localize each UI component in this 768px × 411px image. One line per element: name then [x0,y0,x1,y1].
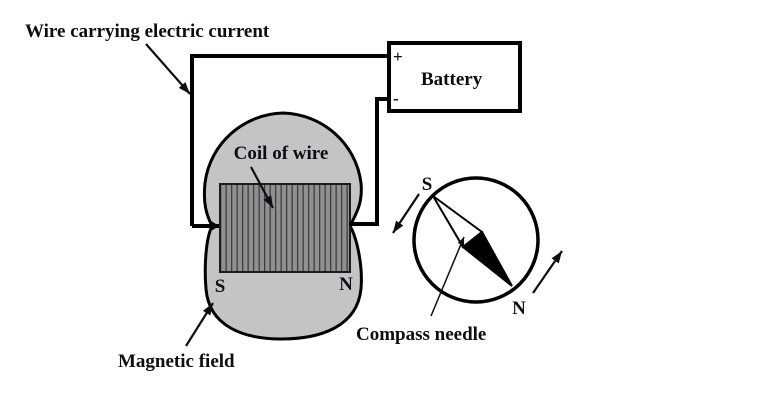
compass-needle-leader-line [430,236,465,317]
coil-label-arrow [250,166,274,209]
compass-north-label: N [512,298,526,319]
wire-label: Wire carrying electric current [25,21,270,42]
compass-needle-label: Compass needle [356,324,486,345]
battery-label: Battery [421,69,483,90]
compass-north-direction-arrow [532,250,563,294]
electromagnet-north-label: N [339,274,353,295]
battery-positive-terminal: + [393,47,403,66]
coil-of-wire [219,183,351,273]
battery-box [387,41,522,113]
electromagnet-south-label: S [215,276,226,297]
compass-south-label: S [422,174,433,195]
circuit-wire-positive [190,54,389,226]
coil-label: Coil of wire [234,143,329,164]
wire-label-arrow [145,43,191,95]
compass-needle-north-half [461,230,513,287]
compass-south-direction-arrow [392,193,420,234]
circuit-wire-negative [349,97,389,226]
magnetic-field-label-arrow [185,302,214,347]
battery-negative-terminal: - [393,89,399,108]
magnetic-field-label: Magnetic field [118,351,235,372]
